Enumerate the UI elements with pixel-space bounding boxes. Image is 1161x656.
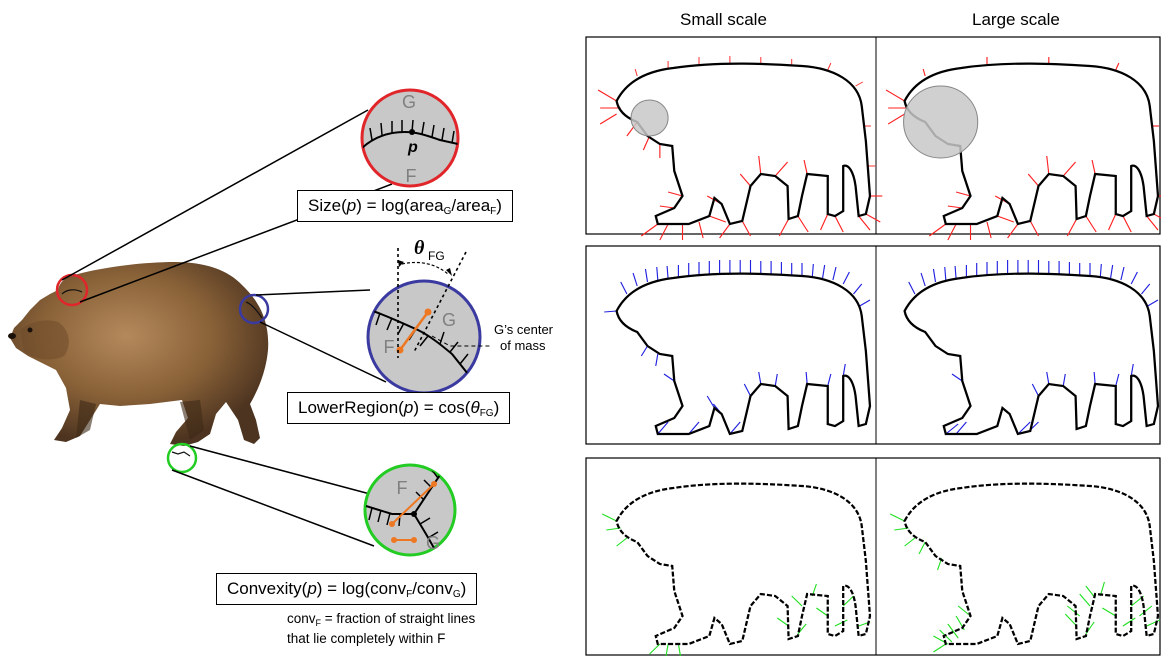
center-of-mass-note: G’s center of mass [494,322,553,354]
convexity-formula-sub-f: F [406,589,413,600]
panel-lower-large [903,260,1160,436]
size-formula-sub-g: G [443,206,452,217]
size-formula-prefix: Size( [308,196,347,215]
lower-label-g: G [442,310,456,330]
convexity-formula: Convexity(p) = log(convF/convG) [216,573,478,605]
size-formula-p: p [346,196,357,215]
lower-callout: θ FG G F [238,237,492,395]
convexity-note-sub: F [315,618,322,628]
panel-size-small [597,56,883,241]
convexity-formula-end: ) [460,579,467,598]
convexity-formula-p: p [307,579,317,598]
panel-size-large [885,57,1161,241]
convexity-source-circle [166,442,198,474]
convexity-callout: F G [166,442,457,557]
panel-convexity-large [889,482,1161,653]
lower-formula-sub: FG [479,408,494,419]
lower-formula-prefix: LowerRegion( [298,398,404,417]
lower-theta-sub: FG [428,249,445,263]
convexity-note-prefix: conv [287,611,316,626]
convexity-definition-note: convF = fraction of straight lines that … [287,611,475,646]
size-formula-slash: /area [451,196,491,215]
size-formula-mid: ) = log(area [356,196,444,215]
size-label-g: G [402,92,416,112]
lower-formula: LowerRegion(p) = cos(θFG) [287,392,511,424]
convexity-formula-mid: ) = log(conv [316,579,407,598]
center-of-mass-line1: G’s center [494,322,554,337]
size-label-p: p [407,139,418,156]
panel-lower-small [604,260,872,436]
convexity-formula-sub-g: G [452,589,461,600]
column-title-small: Small scale [680,10,767,29]
lower-formula-mid: ) = cos( [413,398,471,417]
convexity-formula-prefix: Convexity( [227,579,308,598]
center-of-mass-line2: of mass [500,338,546,353]
lower-theta-label: θ [414,237,425,259]
size-formula: Size(p) = log(areaG/areaF) [297,190,513,222]
column-title-large: Large scale [972,10,1060,29]
convexity-label-f: F [397,478,408,498]
lower-source-circle [238,293,270,325]
lower-formula-p: p [403,398,414,417]
panel-grid [585,36,1161,656]
size-formula-sub-f: F [490,206,497,217]
size-label-f: F [406,166,417,186]
convexity-note-line2: that lie completely within F [287,631,446,646]
convexity-note-line1: = fraction of straight lines [321,611,476,626]
bear-photo [8,262,269,446]
lower-formula-end: ) [493,398,500,417]
lower-label-f: F [384,337,395,357]
panel-convexity-small [601,482,872,656]
lower-formula-theta: θ [470,398,480,417]
convexity-formula-slash: /conv [412,579,453,598]
convexity-label-g: G [426,533,440,553]
size-zoom-circle [360,88,460,188]
size-formula-end: ) [496,196,502,215]
